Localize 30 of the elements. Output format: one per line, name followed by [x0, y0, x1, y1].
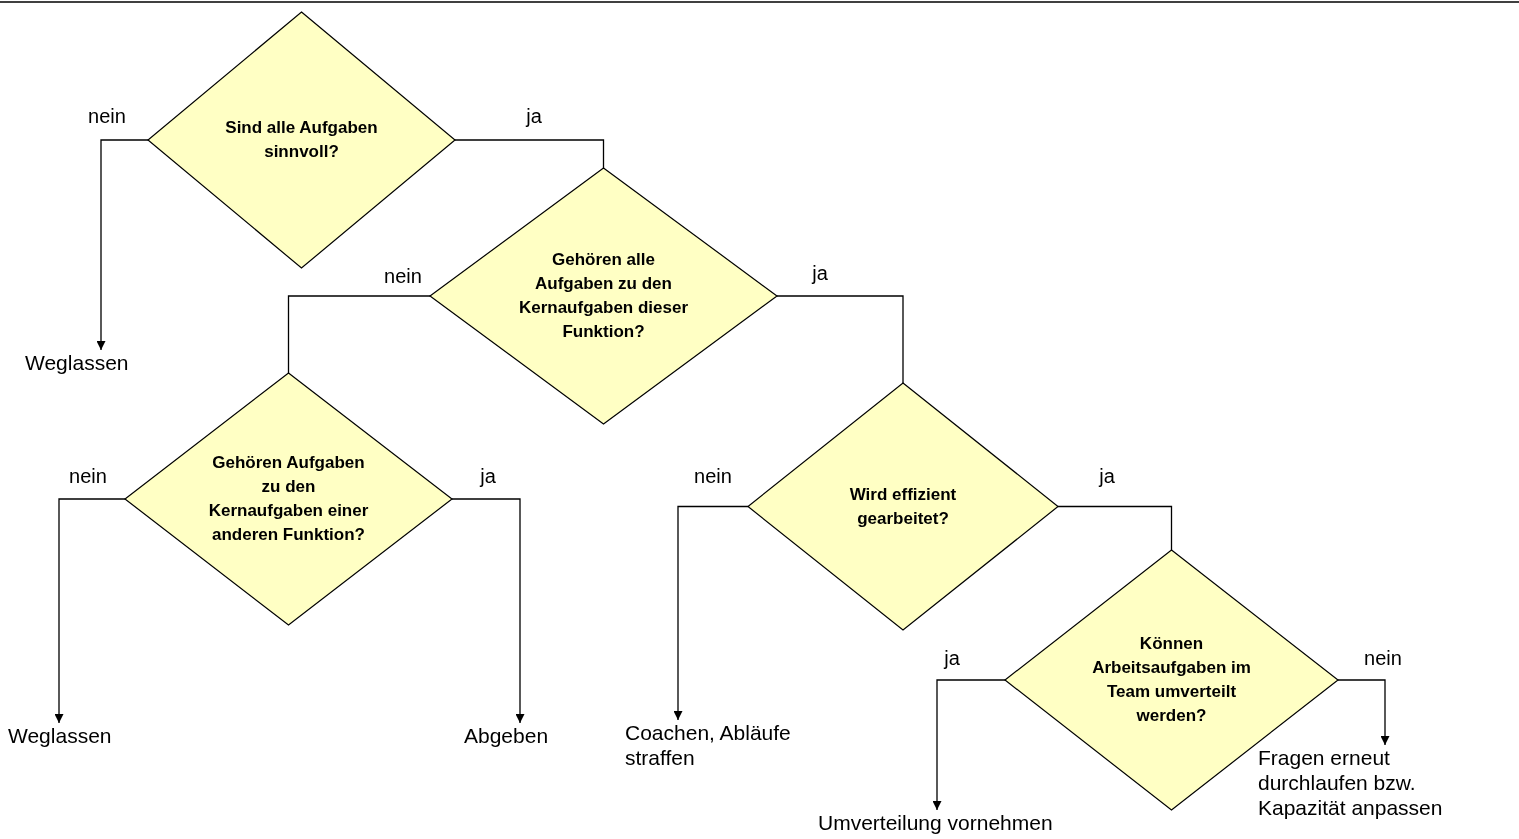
- outcome-text: Weglassen: [8, 723, 128, 748]
- question-text: Wird effizient gearbeitet?: [848, 483, 958, 530]
- arrow: [451, 498, 525, 724]
- edge-label: ja: [524, 105, 544, 127]
- edge-label: ja: [1097, 465, 1117, 487]
- edge-label: ja: [478, 465, 498, 487]
- decision-diamond: [748, 383, 1058, 630]
- arrow: [54, 498, 126, 724]
- outcome-text: Weglassen: [25, 350, 145, 375]
- arrow: [1337, 679, 1390, 746]
- connector-line: [776, 295, 904, 384]
- question-text: Sind alle Aufgaben sinnvoll?: [224, 117, 379, 163]
- decision-diamond: [430, 168, 777, 424]
- outcome-text: Umverteilung vornehmen: [818, 810, 1068, 835]
- outcome-text: Abgeben: [464, 723, 564, 748]
- edge-label: ja: [942, 647, 962, 669]
- decision-diamond: [125, 373, 452, 625]
- question-text: Können Arbeitsaufgaben im Team umverteilt werden?: [1091, 633, 1252, 727]
- decision-diamond: [148, 12, 455, 268]
- outcome-text: Fragen erneut durchlaufen bzw. Kapazität anpassen: [1258, 745, 1473, 820]
- connector-line: [1057, 505, 1173, 551]
- connector-line: [454, 139, 605, 169]
- arrow: [96, 139, 149, 351]
- edge-label: ja: [810, 262, 830, 284]
- arrow: [673, 505, 749, 721]
- connector-line: [287, 295, 431, 374]
- arrow: [932, 679, 1006, 811]
- outcome-text: Coachen, Abläufe straffen: [625, 720, 825, 770]
- question-text: Gehören alle Aufgaben zu den Kernaufgaben dieser Funktion?: [517, 249, 690, 343]
- question-text: Gehören Aufgaben zu den Kernaufgaben einer anderen Funktion?: [207, 452, 370, 546]
